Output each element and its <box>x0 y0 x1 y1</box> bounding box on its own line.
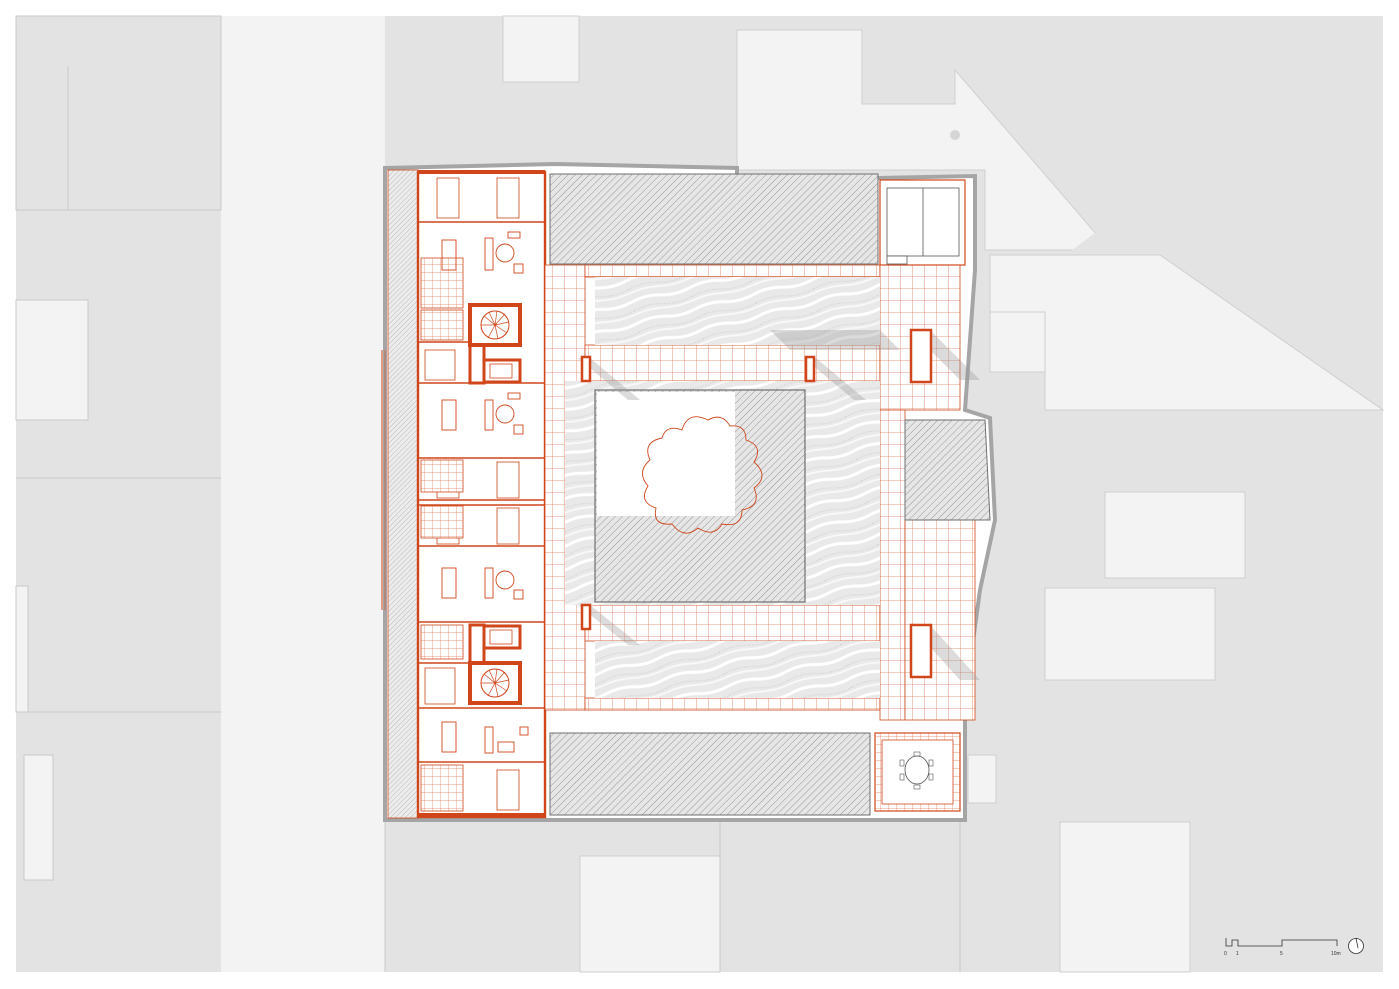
columns <box>580 328 933 679</box>
gravel-garden <box>565 277 880 698</box>
scale-label-5: 5 <box>1280 951 1283 957</box>
courtyard-walkways <box>544 264 976 721</box>
stair-core-south <box>468 623 522 705</box>
central-court <box>594 389 806 603</box>
row-houses <box>416 170 547 819</box>
scale-label-10m: 10m <box>1331 951 1341 957</box>
tree-canopy <box>642 416 763 534</box>
stair-core-north <box>468 303 522 385</box>
hatched-wings <box>549 173 991 816</box>
scale-bar <box>1225 938 1338 947</box>
north-arrow-icon <box>1348 937 1364 954</box>
pavilion-north-east <box>879 179 966 266</box>
west-facade-strip <box>381 169 419 819</box>
scale-label-0: 0 <box>1224 951 1227 957</box>
pavilion-south-east <box>874 732 961 812</box>
street <box>221 16 385 972</box>
scale-label-1: 1 <box>1236 951 1239 957</box>
